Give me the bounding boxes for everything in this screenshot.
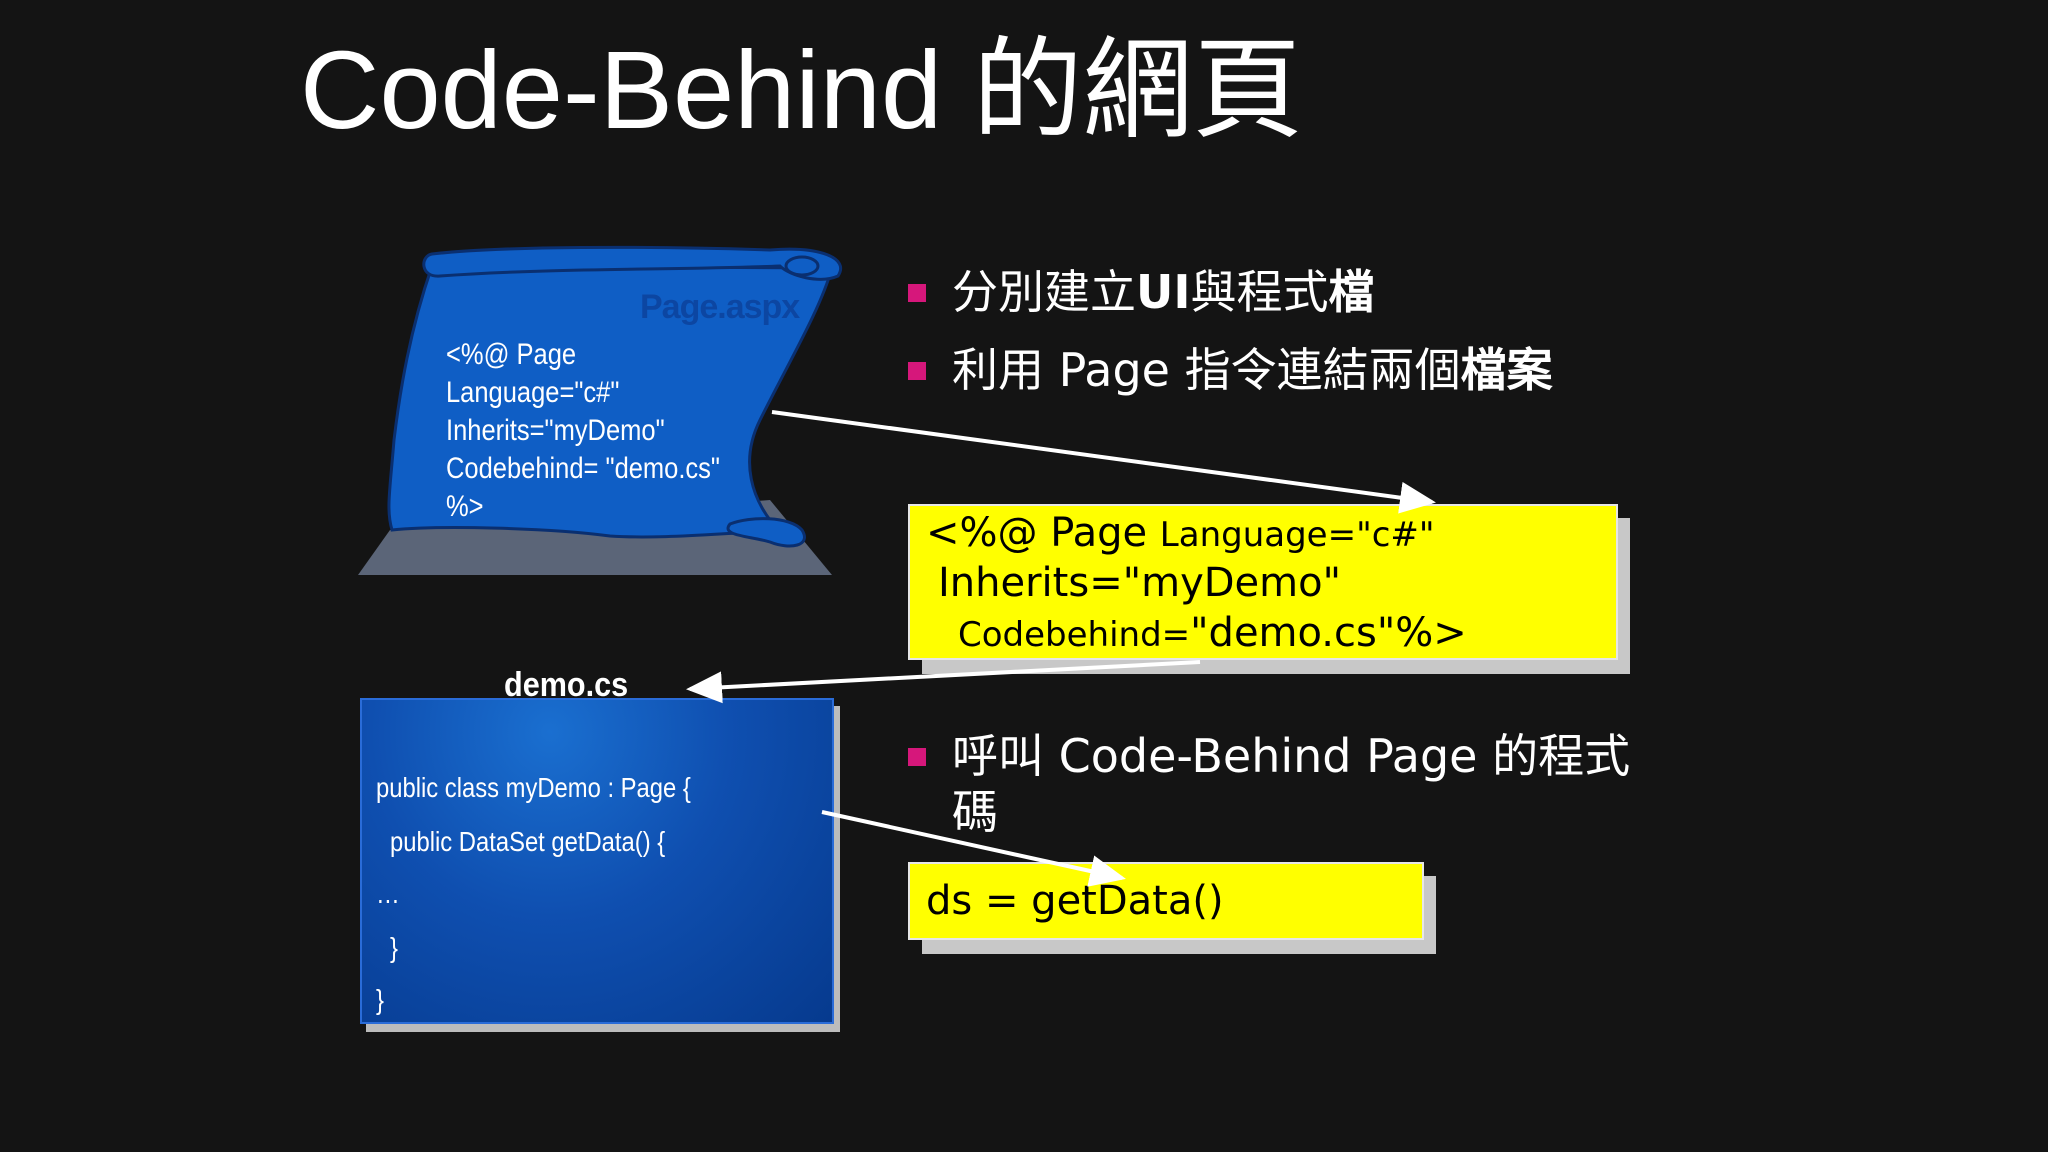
scroll-line: <%@ Page (446, 338, 577, 371)
directive-text: <%@ Page (926, 510, 1160, 556)
code-line: public class myDemo : Page { (376, 772, 691, 803)
bullet-text: 與程式 (1190, 265, 1329, 319)
directive-line-3: Codebehind="demo.cs"%> (958, 610, 1467, 656)
arrow-scroll-to-directive (771, 410, 1436, 514)
code-line: } (376, 984, 384, 1015)
bullet-square-icon (908, 748, 926, 766)
directive-text: "demo.cs"%> (1190, 610, 1467, 656)
bullet-text: 利用 Page 指令連結兩個 (952, 343, 1461, 397)
scroll-graphic (358, 245, 843, 575)
bullet-text: 分別建立 (952, 265, 1136, 319)
directive-text: Codebehind= (958, 615, 1191, 655)
bullet-text: 呼叫 Code-Behind Page 的程式 (952, 729, 1631, 783)
arrow-directive-to-demo (686, 660, 1201, 704)
directive-line-1: <%@ Page Language="c#" (926, 510, 1435, 556)
scroll-line: Inherits="myDemo" (446, 414, 665, 447)
bullet-bold: 檔 (1328, 265, 1375, 319)
scroll-line: %> (446, 490, 484, 523)
call-box: ds = getData() (908, 862, 1424, 940)
code-line: } (390, 932, 398, 963)
directive-box: <%@ Page Language="c#" Inherits="myDemo"… (908, 504, 1618, 660)
scroll-code: <%@ Page Language="c#" Inherits="myDemo"… (446, 336, 720, 526)
bullet-bold: UI (1136, 265, 1191, 319)
code-line: … (376, 878, 400, 909)
demo-label: demo.cs (504, 666, 629, 704)
bullet-1: 分別建立UI與程式檔 (908, 264, 1375, 320)
bullet-bold: 檔案 (1460, 343, 1553, 397)
call-text: ds = getData() (926, 878, 1224, 924)
scroll-header: Page.aspx (640, 288, 800, 326)
arrow-code-to-call (821, 810, 1126, 887)
code-line: public DataSet getData() { (390, 826, 666, 857)
scroll-line: Language="c#" (446, 376, 620, 409)
code-box: public class myDemo : Page { public Data… (360, 698, 834, 1024)
scroll-line: Codebehind= "demo.cs" (446, 452, 720, 485)
bullet-3: 呼叫 Code-Behind Page 的程式 碼 (908, 728, 1631, 840)
slide-title: Code-Behind 的網頁 (300, 29, 1303, 152)
directive-text: Language="c#" (1159, 515, 1435, 555)
bullet-square-icon (908, 362, 926, 380)
bullet-text: 碼 (952, 785, 998, 839)
bullet-square-icon (908, 284, 926, 302)
bullet-2: 利用 Page 指令連結兩個檔案 (908, 342, 1553, 398)
directive-line-2: Inherits="myDemo" (938, 560, 1341, 606)
